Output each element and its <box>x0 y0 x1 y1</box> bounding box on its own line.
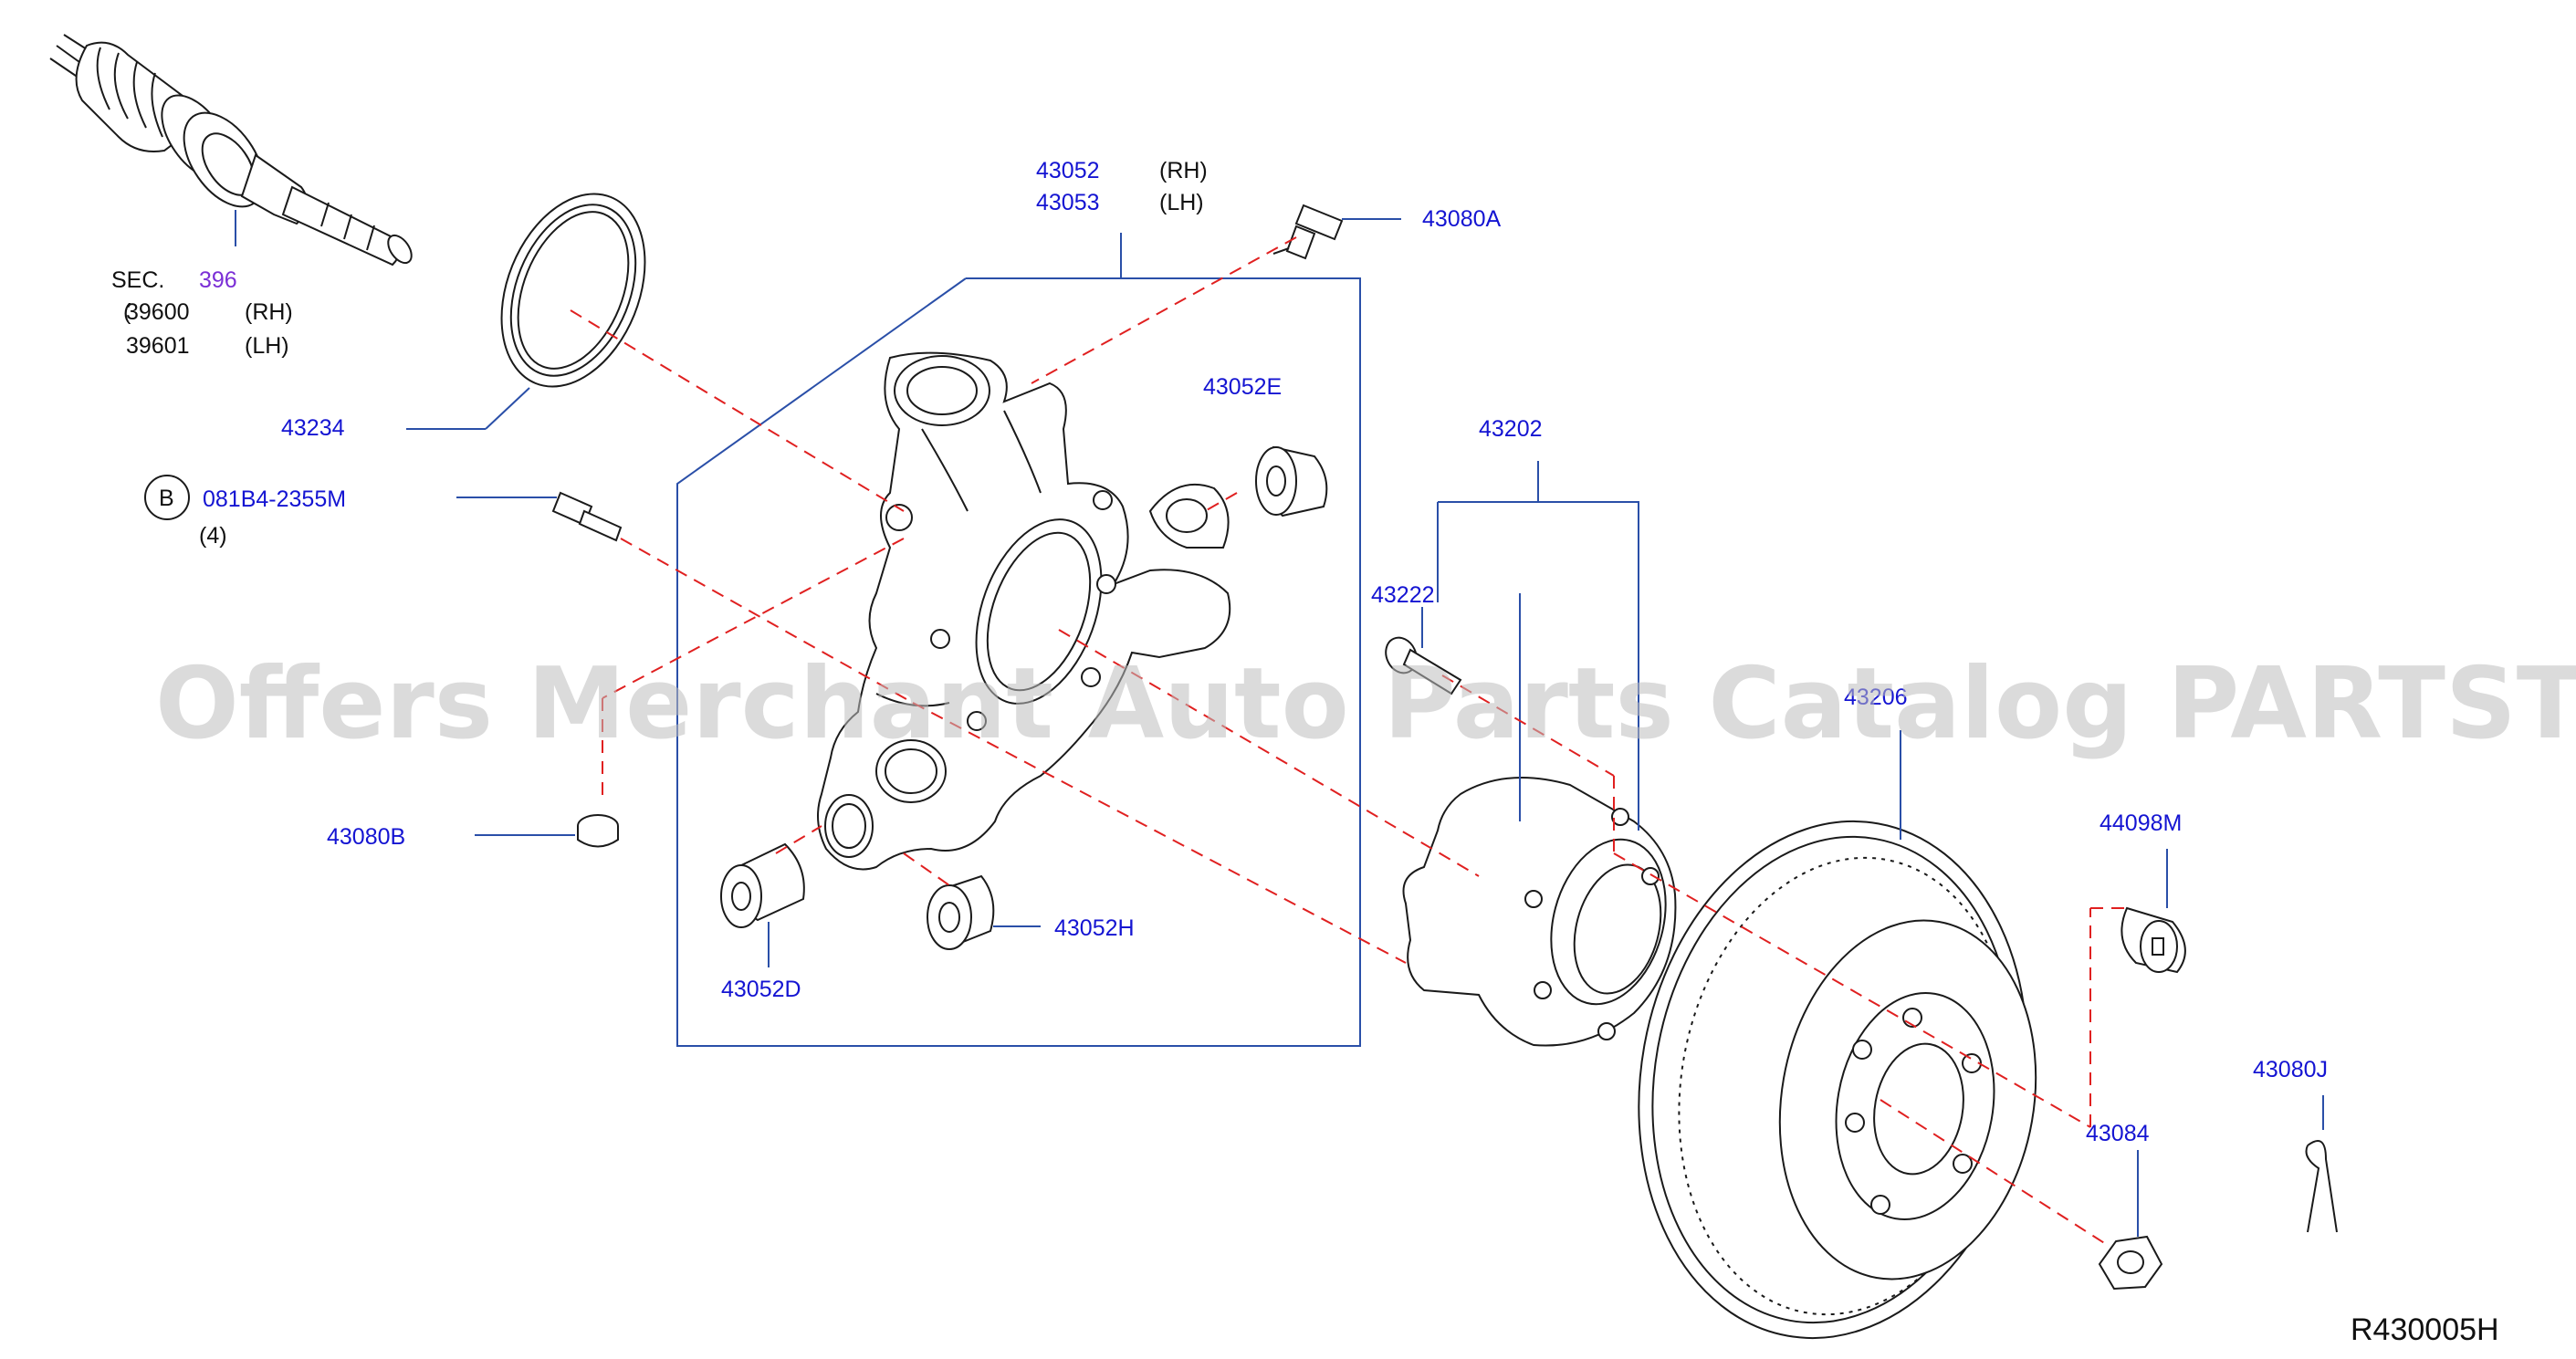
seal-ring[interactable] <box>406 172 672 430</box>
label-43080J[interactable]: 43080J <box>2253 1057 2328 1082</box>
brake-rotor[interactable] <box>1599 730 2068 1354</box>
bushing-43052H[interactable] <box>927 874 1041 950</box>
cap-44098M[interactable] <box>2120 849 2186 974</box>
label-knuckle-rh[interactable]: 43052 <box>1036 158 1100 183</box>
driveshaft[interactable] <box>49 34 416 267</box>
knuckle-rh: (RH) <box>1159 158 1208 183</box>
nut-43080B[interactable] <box>475 814 619 848</box>
label-43052D[interactable]: 43052D <box>721 977 801 1002</box>
hub-bracket <box>1438 501 1639 831</box>
section-part-lh[interactable]: 39601 <box>126 333 190 359</box>
hub-bolt-43222[interactable] <box>1380 607 1462 695</box>
label-43052H[interactable]: 43052H <box>1054 915 1135 941</box>
label-43080B[interactable]: 43080B <box>327 824 405 850</box>
assembly-centerlines <box>570 236 2131 1247</box>
watermark-text: Offers Merchant Auto Parts Catalog PARTS… <box>155 647 2576 761</box>
label-43206[interactable]: 43206 <box>1844 685 1908 710</box>
ref-letter: B <box>159 486 174 511</box>
label-43234[interactable]: 43234 <box>281 415 345 441</box>
diagram-code: R430005H <box>2351 1312 2499 1347</box>
cotter-pin-43080J[interactable] <box>2305 1095 2338 1233</box>
knuckle-callout-box <box>676 277 1361 1047</box>
bushing-43052D[interactable] <box>720 842 805 967</box>
ref-circle <box>144 475 190 520</box>
bushing-43052E[interactable] <box>1255 445 1328 517</box>
steering-knuckle[interactable] <box>817 351 1231 871</box>
bolt-43080A[interactable] <box>1272 204 1401 260</box>
section-lh: (LH) <box>245 333 289 359</box>
bracket-open: ( <box>123 299 131 325</box>
bolt-qty: (4) <box>199 523 227 549</box>
section-rh: (RH) <box>245 299 293 325</box>
knuckle-lh: (LH) <box>1159 190 1204 215</box>
nut-43084[interactable] <box>2098 1150 2163 1291</box>
label-43080A[interactable]: 43080A <box>1422 206 1502 232</box>
hub-assembly[interactable] <box>1402 593 1683 1047</box>
section-number-link[interactable]: 396 <box>199 267 237 293</box>
label-knuckle-lh[interactable]: 43053 <box>1036 190 1100 215</box>
section-prefix: SEC. <box>111 267 164 293</box>
label-43222[interactable]: 43222 <box>1371 582 1435 608</box>
label-081B4-2355M[interactable]: 081B4-2355M <box>203 486 346 512</box>
label-43202[interactable]: 43202 <box>1479 416 1543 442</box>
label-43084[interactable]: 43084 <box>2086 1121 2150 1146</box>
label-43052E[interactable]: 43052E <box>1203 374 1282 400</box>
label-44098M[interactable]: 44098M <box>2100 810 2182 836</box>
section-part-rh[interactable]: 39600 <box>126 299 190 325</box>
bolt-081B4-2355M[interactable] <box>456 491 623 542</box>
